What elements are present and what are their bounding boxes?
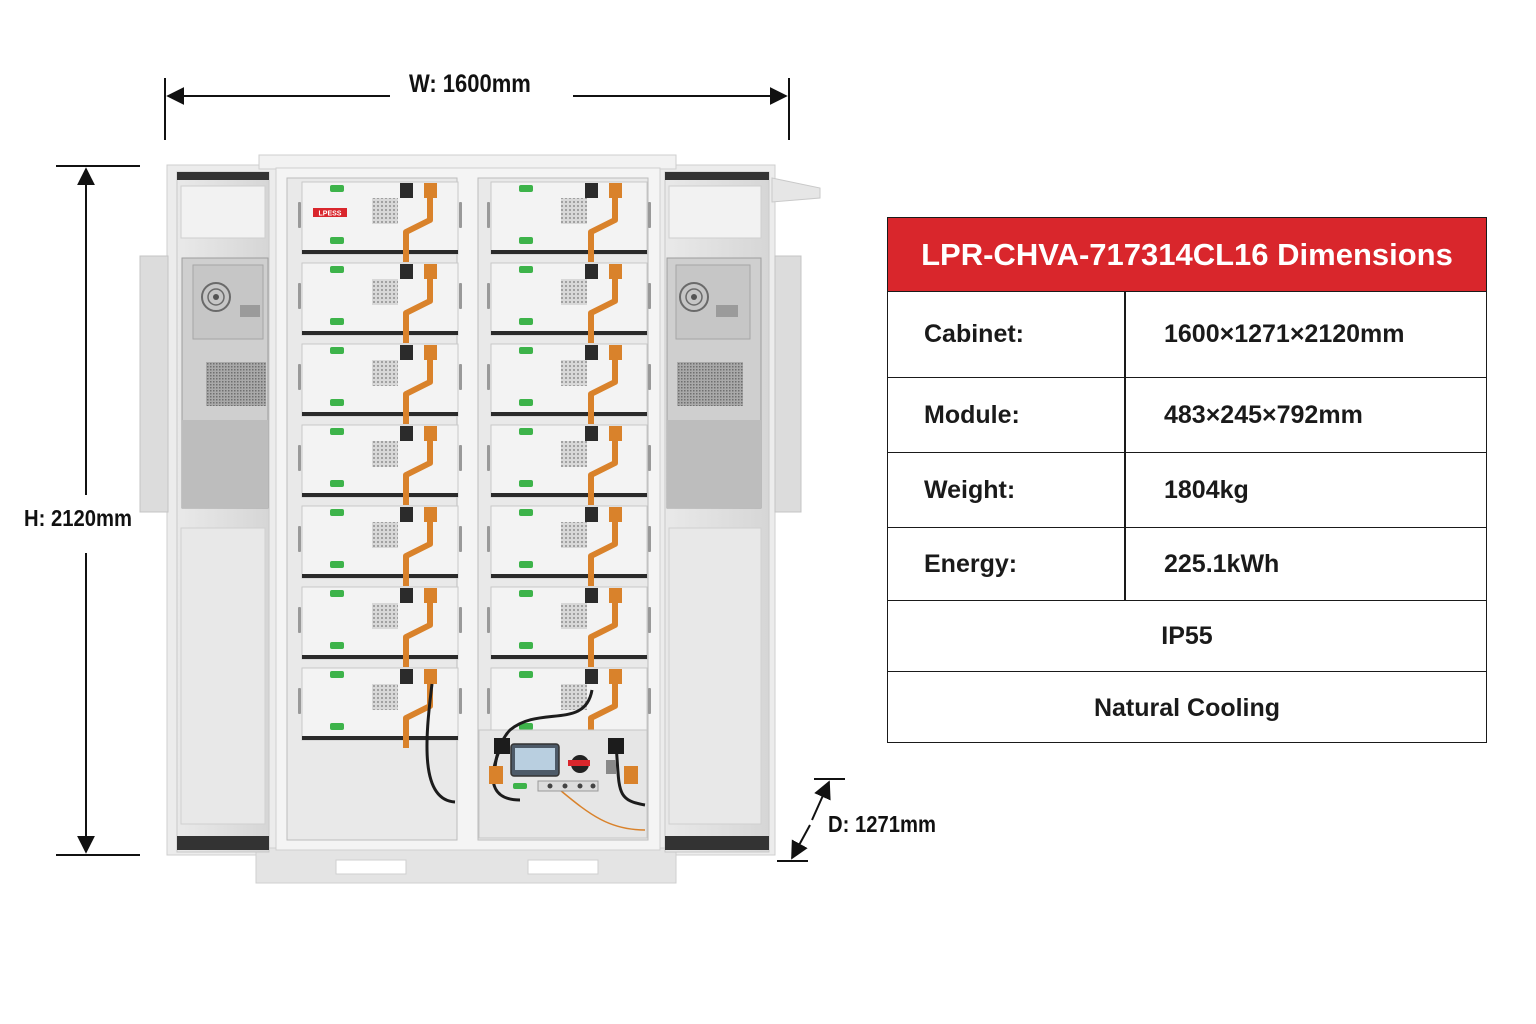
spec-row-protection: IP55 (888, 600, 1486, 671)
fan-icon (201, 282, 231, 312)
spec-row-module: Module: 483×245×792mm (888, 377, 1486, 452)
spec-table: LPR-CHVA-717314CL16 Dimensions Cabinet: … (887, 217, 1487, 743)
battery-module (487, 424, 651, 505)
battery-cabinet: LPESS (139, 154, 821, 884)
terminal-icon (519, 266, 533, 273)
height-label: H: 2120mm (24, 505, 133, 531)
battery-modules-left (298, 181, 462, 748)
battery-module (487, 181, 651, 262)
battery-module (298, 505, 462, 586)
terminal-icon (330, 185, 344, 192)
battery-module (298, 262, 462, 343)
terminal-icon (330, 509, 344, 516)
battery-module (487, 586, 651, 667)
left-air-conditioner (181, 257, 269, 509)
battery-module (487, 262, 651, 343)
spec-full-value: Natural Cooling (1093, 693, 1281, 722)
terminal-icon (330, 671, 344, 678)
battery-modules-right (487, 181, 651, 748)
spec-value: 1804kg (1164, 475, 1249, 504)
height-dimension (56, 165, 140, 856)
terminal-icon (519, 509, 533, 516)
terminal-icon (330, 428, 344, 435)
battery-module (487, 667, 651, 748)
spec-value: 483×245×792mm (1164, 400, 1363, 429)
spec-value: 225.1kWh (1164, 549, 1280, 578)
spec-key: Weight: (924, 475, 1016, 504)
terminal-icon (519, 671, 533, 678)
depth-label: D: 1271mm (828, 811, 937, 837)
brand-logo-text: LPESS (319, 211, 342, 218)
spec-row-cooling: Natural Cooling (888, 671, 1486, 744)
width-label: W: 1600mm (409, 70, 531, 98)
battery-module (298, 181, 462, 262)
fan-icon (679, 282, 709, 312)
spec-key: Energy: (924, 549, 1018, 578)
brand-logo (313, 208, 347, 217)
control-panel (478, 689, 648, 839)
terminal-icon (330, 347, 344, 354)
right-air-conditioner (666, 257, 762, 509)
spec-key: Module: (924, 400, 1020, 429)
battery-module (298, 424, 462, 505)
battery-module (487, 343, 651, 424)
terminal-icon (519, 428, 533, 435)
spec-row-cabinet: Cabinet: 1600×1271×2120mm (888, 291, 1486, 377)
spec-row-energy: Energy: 225.1kWh (888, 527, 1486, 600)
battery-module (487, 505, 651, 586)
spec-row-weight: Weight: 1804kg (888, 452, 1486, 527)
terminal-icon (519, 590, 533, 597)
terminal-icon (519, 347, 533, 354)
terminal-icon (330, 266, 344, 273)
spec-full-value: IP55 (1161, 621, 1213, 650)
spec-key: Cabinet: (924, 320, 1024, 348)
battery-module (298, 343, 462, 424)
battery-module (298, 586, 462, 667)
width-dimension (164, 78, 790, 140)
terminal-icon (519, 185, 533, 192)
battery-module (298, 667, 462, 748)
depth-dimension (777, 778, 845, 862)
spec-table-title: LPR-CHVA-717314CL16 Dimensions (888, 218, 1486, 291)
spec-value: 1600×1271×2120mm (1164, 320, 1405, 348)
terminal-icon (330, 590, 344, 597)
